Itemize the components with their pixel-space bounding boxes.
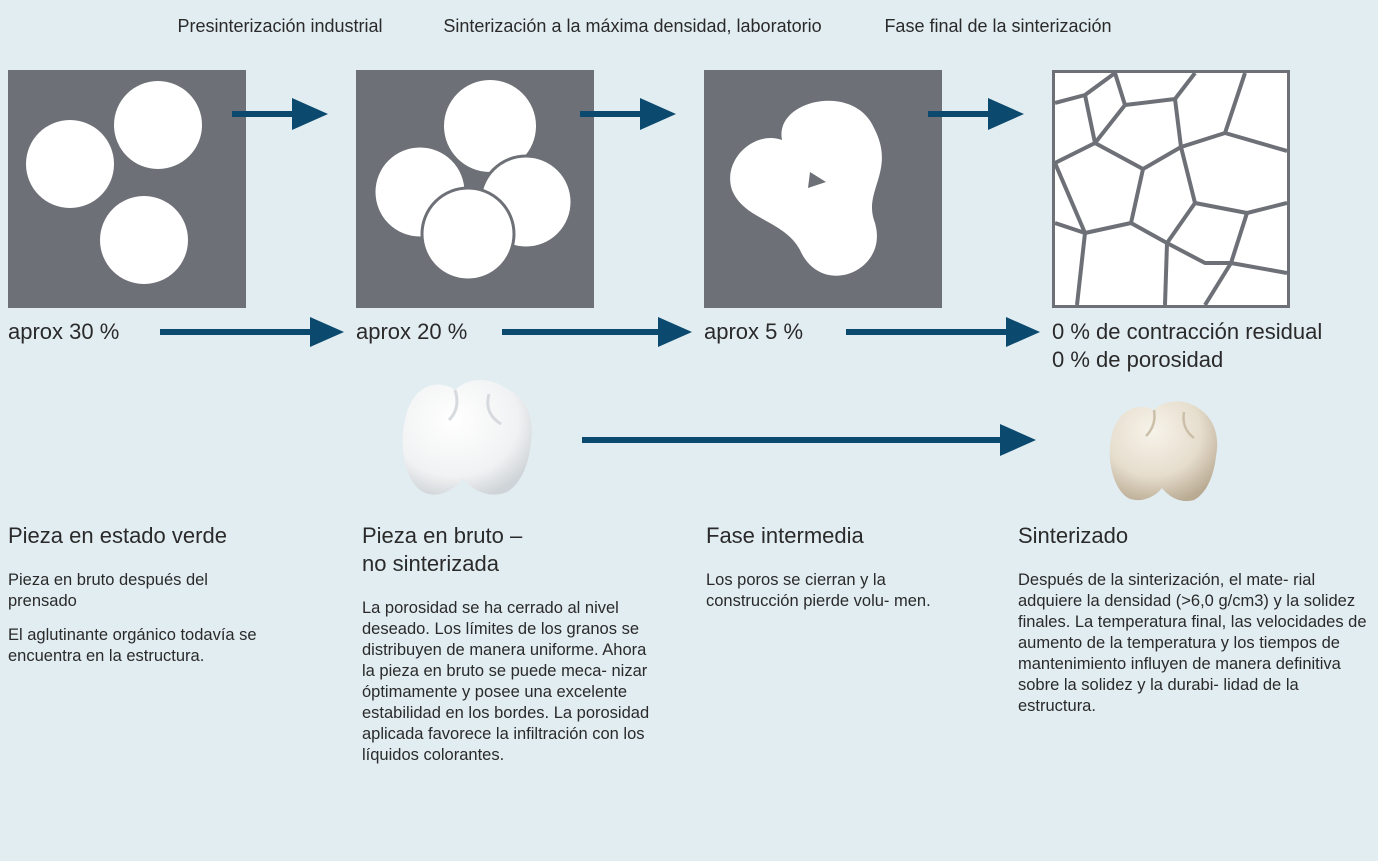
stage-label-final-phase: Fase final de la sinterización	[884, 16, 1112, 36]
column-text-green: Pieza en bruto después del prensado El a…	[8, 570, 278, 680]
column-title-sintered: Sinterizado	[1018, 523, 1129, 548]
particles-panel-intermediate	[704, 70, 942, 308]
particles-panel-green	[8, 70, 246, 308]
arrow-mid-2	[502, 317, 692, 347]
pct-sintered-shrinkage: 0 % de contracción residual	[1052, 319, 1323, 344]
particles-panel-presintered	[356, 70, 594, 308]
stage-label-laboratory: Sinterización a la máxima densidad, labo…	[443, 16, 822, 36]
pct-intermediate: aprox 5 %	[704, 319, 804, 344]
column-title-intermediate: Fase intermedia	[706, 523, 864, 548]
column-text-sintered: Después de la sinterización, el mate- ri…	[1018, 570, 1374, 730]
column-title-presintered-line1: Pieza en bruto –	[362, 523, 523, 548]
arrow-top-1	[232, 98, 328, 130]
column-text-presintered: La porosidad se ha cerrado al nivel dese…	[362, 598, 654, 779]
arrow-top-3	[928, 98, 1024, 130]
particles-panel-sintered	[1052, 70, 1290, 308]
column-text-green-p1: Pieza en bruto después del prensado	[8, 571, 208, 610]
pct-green: aprox 30 %	[8, 319, 120, 344]
arrow-top-2	[580, 98, 676, 130]
pct-sintered-porosity: 0 % de porosidad	[1052, 347, 1224, 372]
column-title-green: Pieza en estado verde	[8, 523, 227, 548]
arrow-tooth	[582, 424, 1036, 456]
tooth-white-chalky-icon	[402, 379, 532, 495]
tooth-sintered-glossy-icon	[1109, 401, 1218, 502]
pct-presintered: aprox 20 %	[356, 319, 468, 344]
column-text-presintered-p1: La porosidad se ha cerrado al nivel dese…	[362, 599, 650, 764]
arrow-mid-1	[160, 317, 344, 347]
arrow-mid-3	[846, 317, 1040, 347]
column-text-intermediate-p1: Los poros se cierran y la construcción p…	[706, 571, 931, 610]
column-text-green-p2: El aglutinante orgánico todavía se encue…	[8, 626, 257, 665]
column-title-presintered: Pieza en bruto – no sinterizada	[362, 522, 662, 578]
column-title-presintered-line2: no sinterizada	[362, 551, 499, 576]
stage-label-industrial: Presinterización industrial	[177, 16, 383, 36]
column-text-sintered-p1: Después de la sinterización, el mate- ri…	[1018, 571, 1367, 715]
column-text-intermediate: Los poros se cierran y la construcción p…	[706, 570, 962, 625]
